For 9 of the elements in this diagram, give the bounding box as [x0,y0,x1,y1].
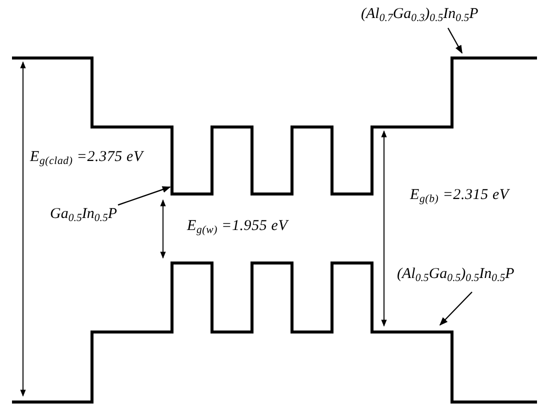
material-label: (Al$_{0.5}$Ga$_{0.5}$)$_{0.5}$In$_{0.5}$P [397,266,514,286]
material-label: (Al$_{0.7}$Ga$_{0.3}$)$_{0.5}$In$_{0.5}$P [361,6,478,26]
material-label: Ga$_{0.5}$In$_{0.5}$P [50,206,118,226]
leader-line [118,186,171,206]
leader-line [439,292,472,326]
energy-gap-label: E$_{g(clad)}$ =2.375 eV [30,149,143,168]
energy-gap-label: E$_{g(b)}$ =2.315 eV [410,187,509,206]
leader-line [447,28,463,54]
energy-gap-label: E$_{g(w)}$ =1.955 eV [187,218,288,238]
